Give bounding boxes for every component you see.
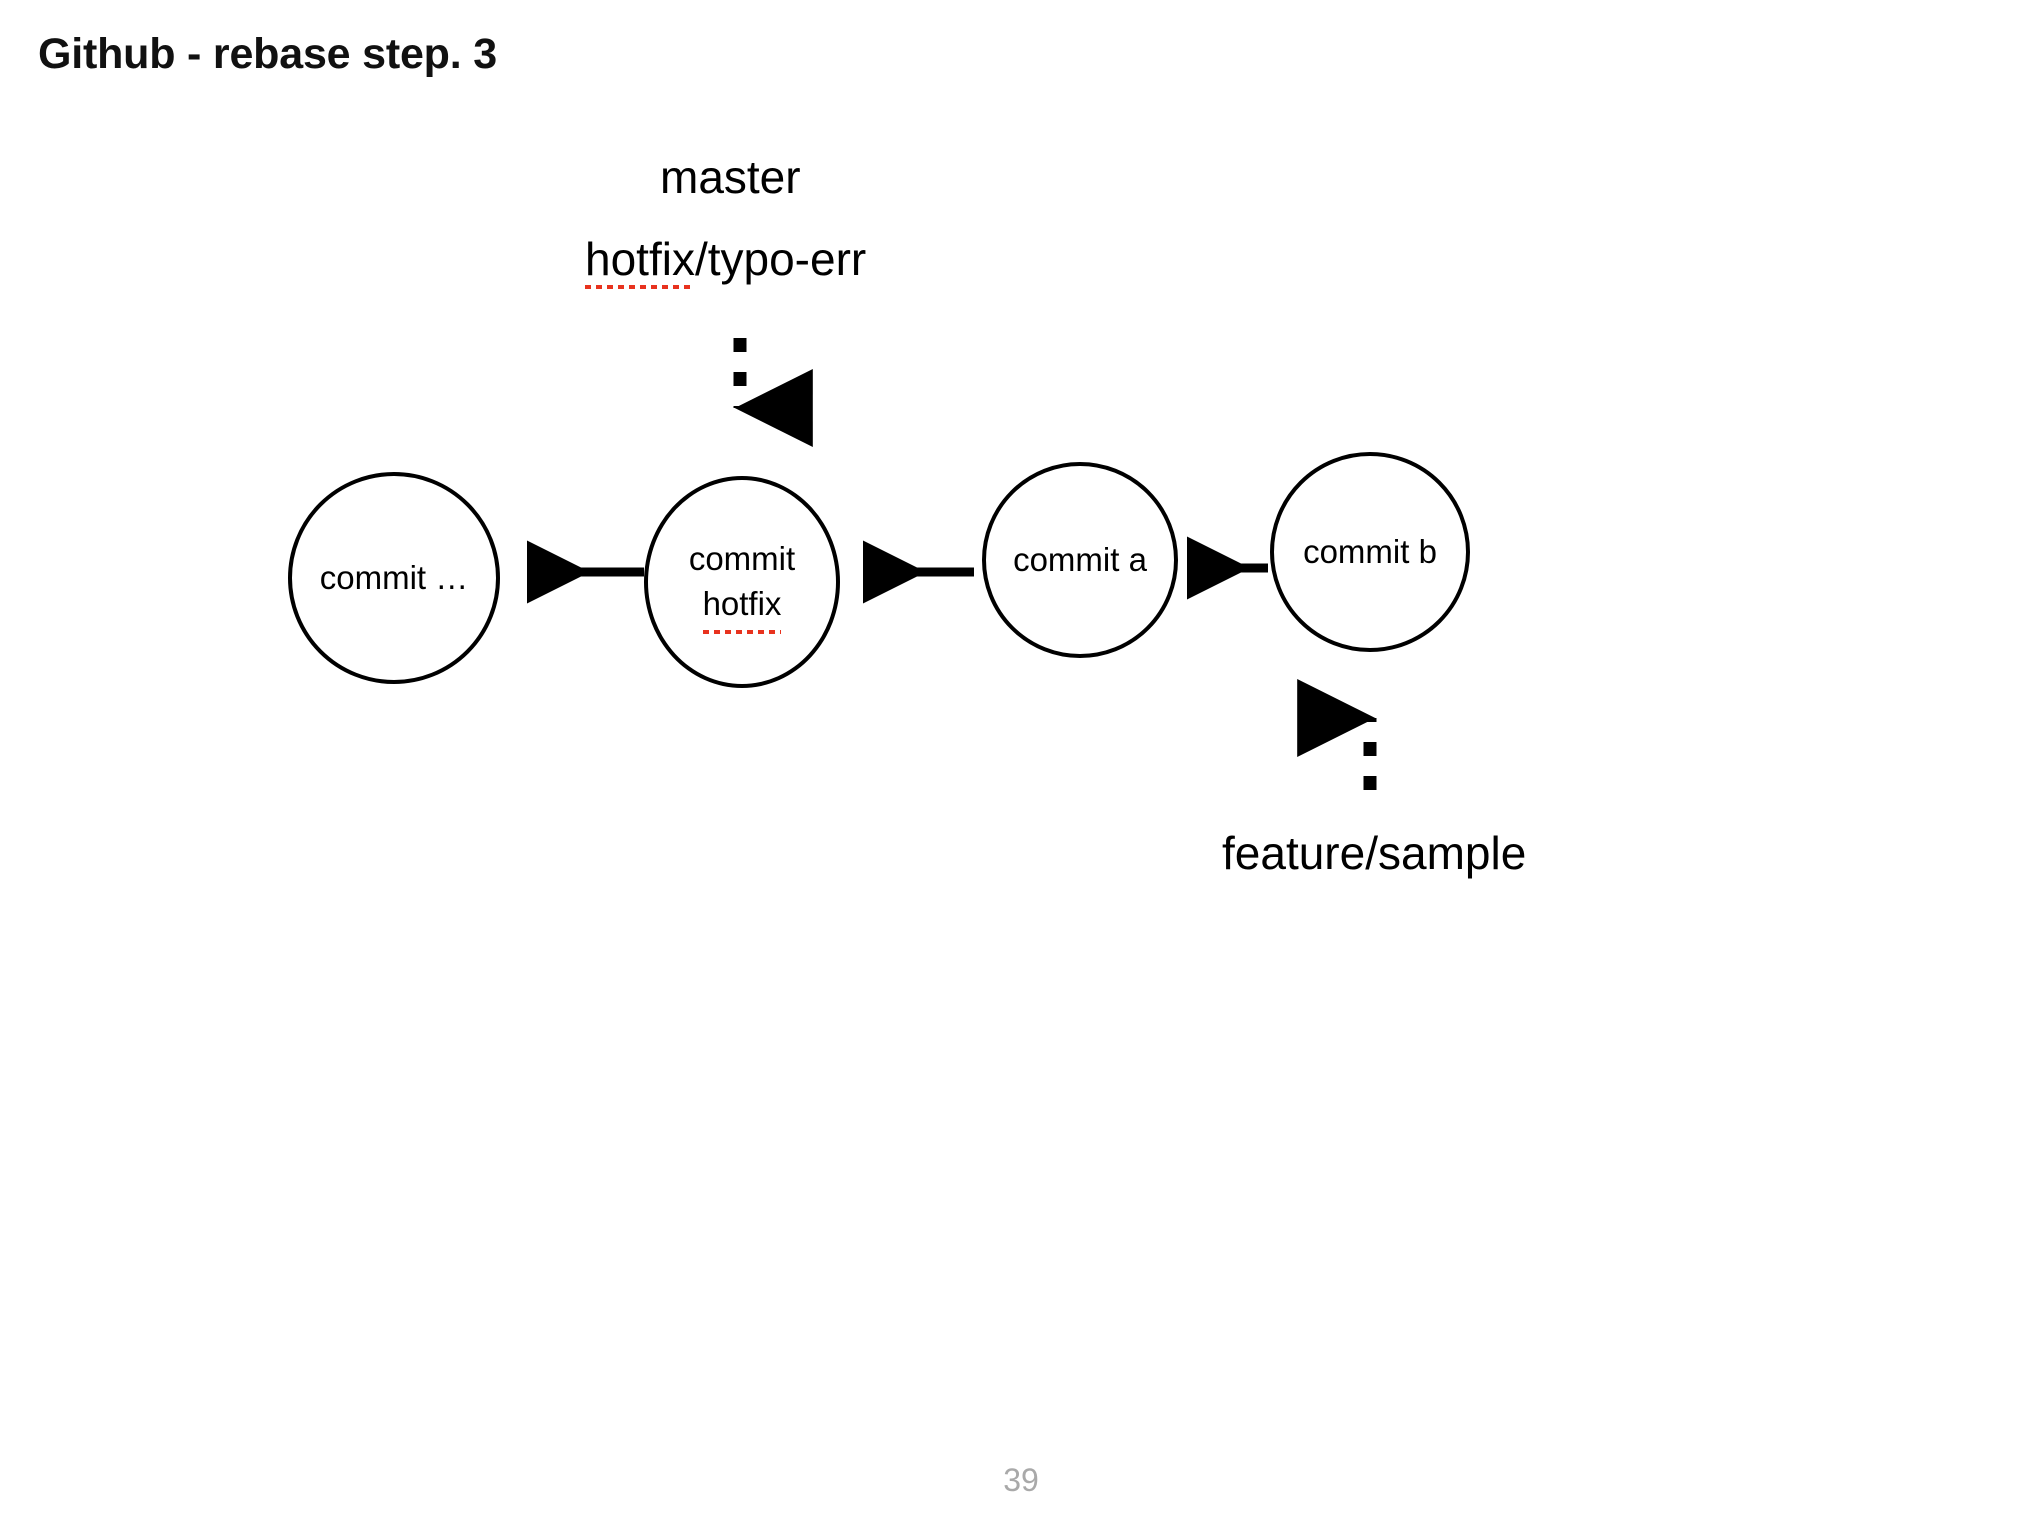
commit-node-a[interactable]: commit a: [982, 462, 1178, 658]
commit-node-line1: commit a: [1013, 540, 1147, 578]
commit-node-line1: commit b: [1303, 532, 1437, 570]
page-title: Github - rebase step. 3: [38, 30, 497, 78]
commit-node-hotfix[interactable]: commit hotfix: [644, 476, 840, 688]
commit-node-b[interactable]: commit b: [1270, 452, 1470, 652]
commit-node-label: commit b: [1293, 530, 1447, 575]
commit-node-ellipsis[interactable]: commit …: [288, 472, 500, 684]
branch-label-hotfix-suffix: /typo-err: [694, 233, 867, 285]
commit-node-line1: commit …: [319, 558, 469, 596]
commit-node-label: commit …: [310, 556, 479, 601]
commit-node-label: commit a: [1003, 538, 1157, 583]
commit-node-line2-spellchecked: hotfix: [702, 582, 781, 634]
branch-label-feature-sample: feature/sample: [1222, 827, 1527, 879]
page-number: 39: [1003, 1462, 1039, 1498]
branch-label-hotfix-typo-err: hotfix/typo-err: [585, 233, 867, 289]
spellcheck-underlined-text: hotfix: [585, 233, 695, 289]
branch-label-master: master: [660, 151, 801, 203]
commit-node-line1: commit: [688, 540, 796, 578]
commit-node-label: commit hotfix: [679, 537, 805, 634]
